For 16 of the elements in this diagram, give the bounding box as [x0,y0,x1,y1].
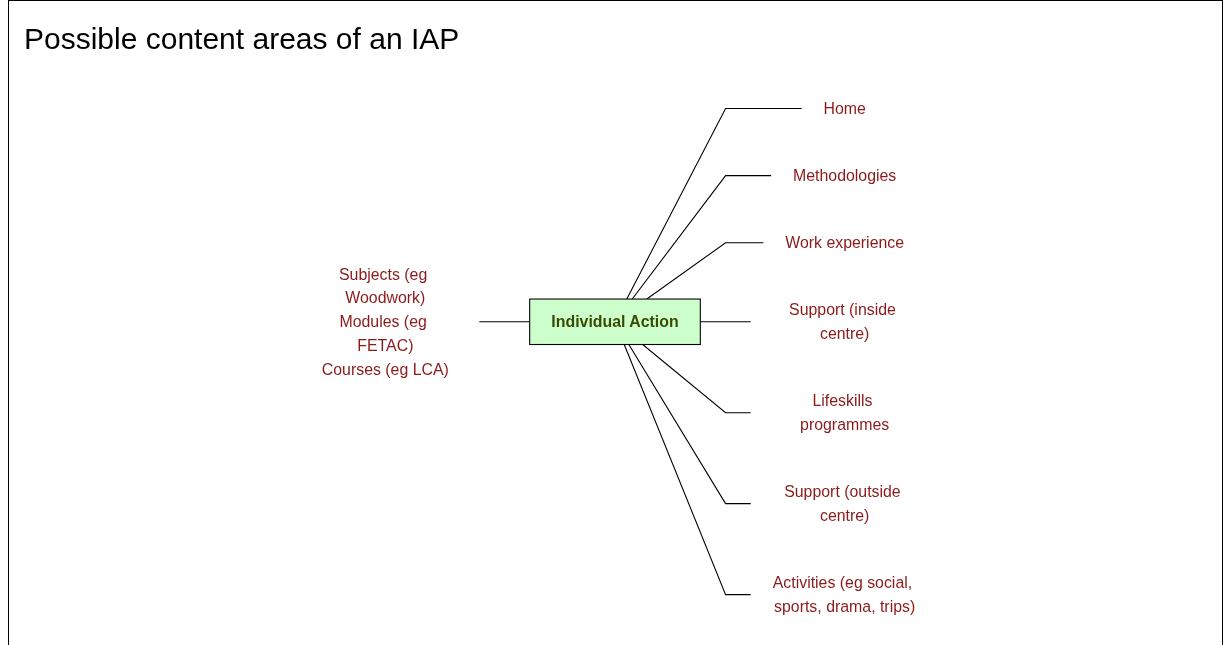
connector [646,242,765,300]
connector [631,175,772,300]
diagram-title: Possible content areas of an IAP [24,22,460,56]
connector [642,343,752,414]
connector [626,107,803,300]
node-text: Work experience [785,233,905,252]
node-text: Methodologies [793,166,897,185]
connector [628,343,752,505]
node-text: Lifeskills programmes [800,391,890,434]
node-box: Individual Action [529,298,701,346]
connector [623,343,752,596]
node-text: Support (inside centre) [789,300,896,343]
node-text: Home [823,99,866,118]
node-text: Activities (eg social, sports, drama, trips) [772,573,916,616]
node-text: Support (outside centre) [784,482,901,525]
node-text: Subjects (eg Woodwork) Modules (eg FETAC) Courses (eg LCA) [321,265,449,379]
